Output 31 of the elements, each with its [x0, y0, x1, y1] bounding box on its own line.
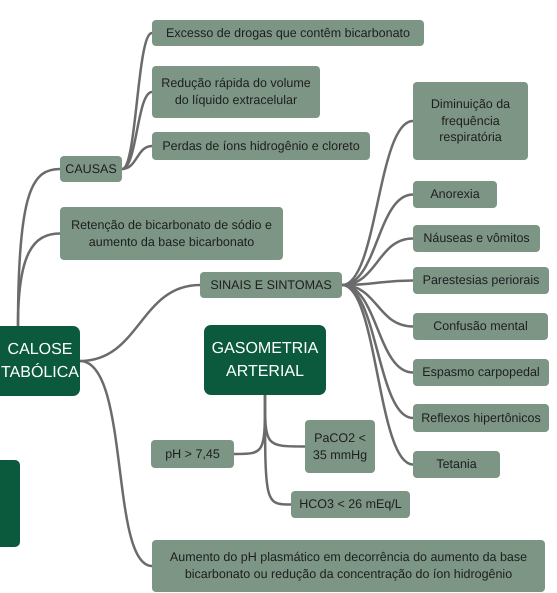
branch-box: PaCO2 < 35 mmHg: [305, 420, 375, 473]
branch-box: Perdas de íons hidrogênio e cloreto: [152, 132, 370, 160]
branch-box: Confusão mental: [413, 313, 548, 340]
branch-box: Reflexos hipertônicos: [413, 404, 549, 432]
branch-box: HCO3 < 26 mEq/L: [291, 491, 410, 518]
connector-line: [342, 284, 414, 466]
branch-box: Anorexia: [413, 181, 497, 208]
branch-box: Aumento do pH plasmático em decorrência do aumento da base bicarbonato ou redução da concentração do íon hidrogênio: [152, 540, 545, 592]
connector-line: [80, 360, 152, 568]
branch-box: Tetania: [413, 451, 500, 478]
branch-box: Redução rápida do volume do líquido extracelular: [152, 66, 320, 118]
connector-line: [264, 395, 292, 506]
connector-line: [234, 395, 266, 456]
branch-box: Diminuição da frequência respiratória: [413, 82, 528, 160]
branch-box: Retenção de bicarbonato de sódio e aumento da base bicarbonato: [60, 207, 283, 260]
connector-line: [122, 144, 152, 170]
branch-box: Náuseas e vômitos: [413, 225, 540, 252]
topic-box: GASOMETRIA ARTERIAL: [204, 325, 326, 395]
branch-box: SINAIS E SINTOMAS: [200, 272, 342, 298]
branch-box: pH > 7,45: [151, 440, 234, 468]
branch-box: Excesso de drogas que contêm bicarbonato: [152, 20, 424, 46]
branch-box: Espasmo carpopedal: [413, 359, 549, 386]
connector-line: [16, 168, 60, 326]
connector-line: [121, 32, 153, 170]
connector-line: [80, 284, 200, 362]
connector-line: [122, 90, 152, 170]
branch-box: Parestesias periorais: [413, 267, 549, 294]
topic-box: CALOSE TABÓLICA: [0, 326, 80, 396]
connector-line: [16, 232, 60, 326]
branch-box: CAUSAS: [60, 156, 122, 182]
box-shape: [0, 460, 20, 547]
